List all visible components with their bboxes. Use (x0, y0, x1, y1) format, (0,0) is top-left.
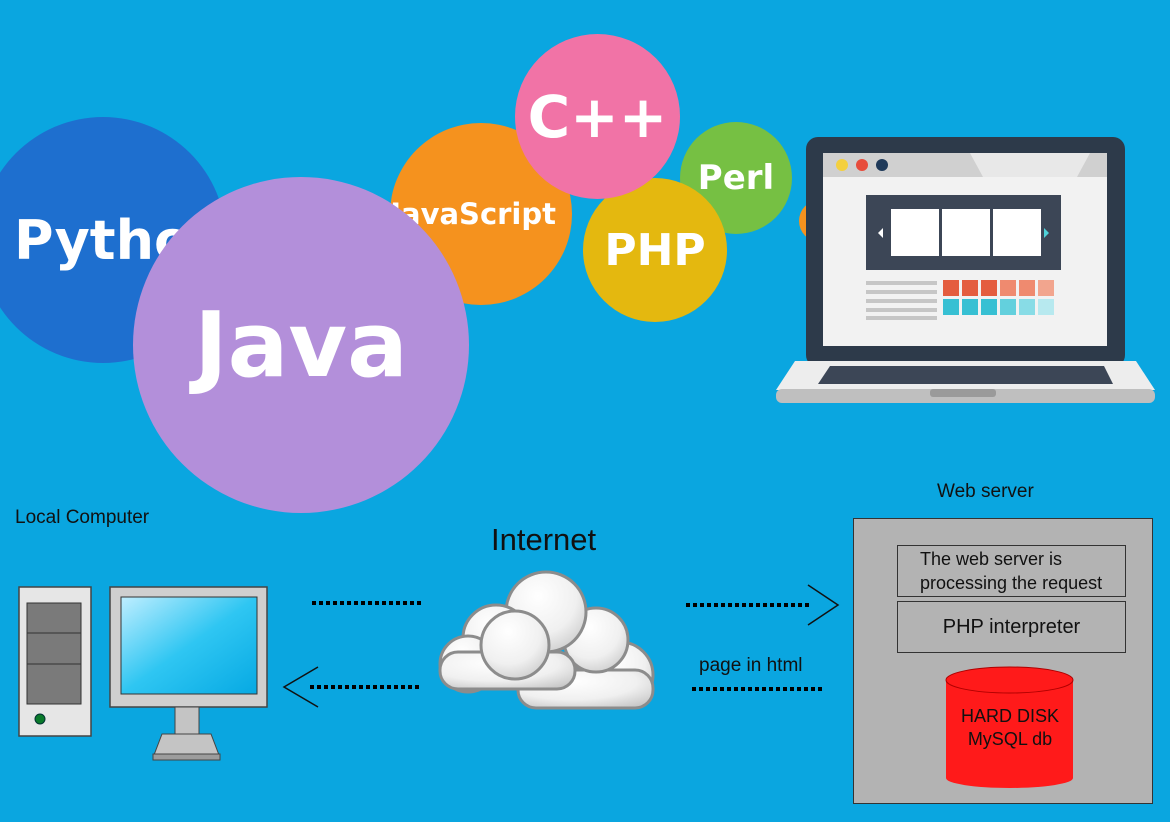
perl-label: Perl (697, 158, 775, 198)
java-bubble: Java (133, 177, 469, 513)
php-interpreter-box: PHP interpreter (897, 601, 1126, 653)
disk-text: HARD DISK MySQL db (960, 706, 1059, 749)
php-bubble: PHP (583, 178, 727, 322)
java-label: Java (194, 292, 408, 398)
processing-box: The web server is processing the request (897, 545, 1126, 597)
page-in-html-label: page in html (699, 655, 803, 676)
php-label: PHP (604, 224, 706, 276)
web-server-label: Web server (937, 481, 1034, 502)
local-computer-label: Local Computer (15, 507, 150, 528)
cpp-label: C++ (527, 82, 668, 151)
cpp-bubble: C++ (515, 34, 680, 199)
internet-label: Internet (491, 522, 597, 557)
processing-text: The web server is processing the request (920, 549, 1103, 593)
php-interpreter-text: PHP interpreter (942, 615, 1081, 638)
